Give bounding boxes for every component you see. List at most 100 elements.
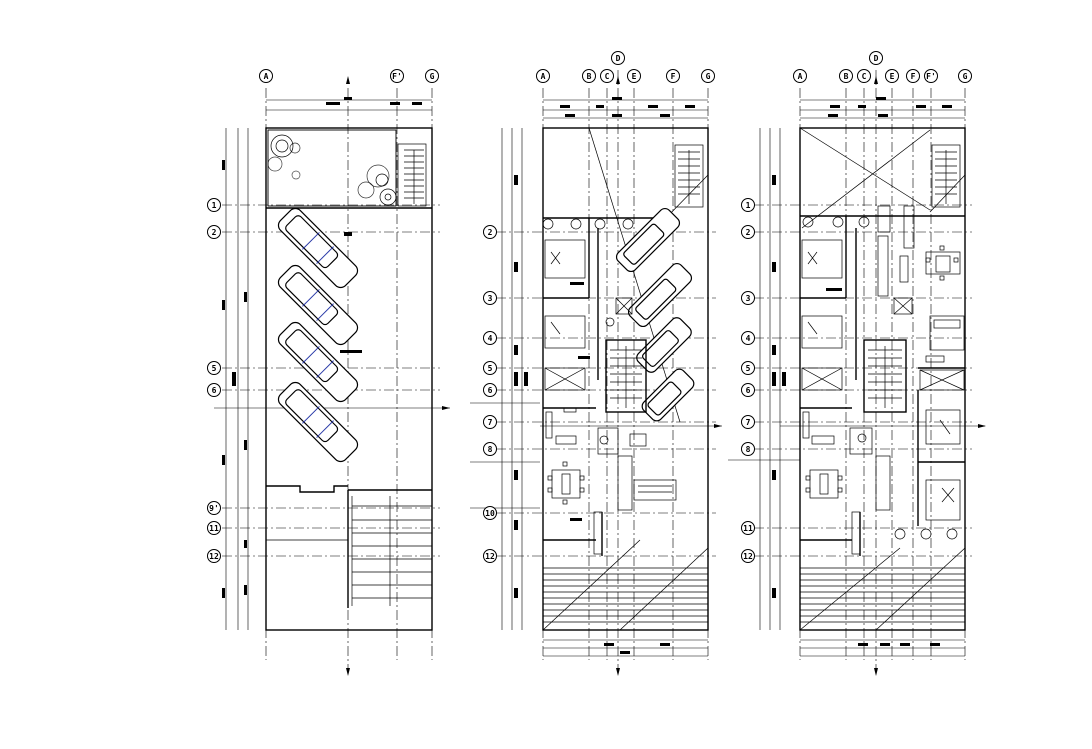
axis-second-y-0-circle	[741, 198, 755, 212]
axis-ground-y-3-label: 6	[212, 386, 217, 395]
axis-second-x-0-circle	[793, 69, 807, 83]
axis-first-y-2-circle	[483, 331, 497, 345]
axis-second-y-4-circle	[741, 361, 755, 375]
axis-ground-y-5-label: 11	[209, 524, 219, 533]
car-1	[277, 207, 359, 289]
axis-first-y-8-label: 12	[485, 552, 495, 561]
axis-ground-x-1-label: F'	[392, 72, 402, 81]
axis-ground-x-0-label: A	[264, 72, 269, 81]
axis-second-y-1-label: 2	[746, 228, 751, 237]
axis-second-y-8-label: 11	[743, 524, 753, 533]
axis-first-x-0-label: A	[541, 72, 546, 81]
axis-first-y-7-circle	[483, 506, 497, 520]
axis-first-y-4-label: 6	[488, 386, 493, 395]
axis-ground-y-6-circle	[207, 549, 221, 563]
axis-first-x-1-label: B	[587, 72, 592, 81]
axis-first-y-4-circle	[483, 383, 497, 397]
axis-ground-x-2-circle	[425, 69, 439, 83]
axis-second-x-top-circle	[869, 51, 883, 65]
axis-second-y-3-circle	[741, 331, 755, 345]
axis-second-y-0-label: 1	[746, 201, 751, 210]
axis-second-y-2-circle	[741, 291, 755, 305]
axis-first-x-1-circle	[582, 69, 596, 83]
axis-second-x-2-label: C	[862, 72, 867, 81]
cars-void-first	[615, 207, 695, 422]
plan-first	[470, 70, 722, 676]
parking-cars	[277, 207, 359, 463]
axis-second-y-5-label: 6	[746, 386, 751, 395]
axis-second-y-3-label: 4	[746, 334, 751, 343]
axis-first-y-1-label: 3	[488, 294, 493, 303]
axis-first-y-1-circle	[483, 291, 497, 305]
axis-second-x-6-circle	[958, 69, 972, 83]
stair-top-ground	[397, 143, 427, 207]
axis-second-x-1-circle	[839, 69, 853, 83]
axis-second-y-2-label: 3	[746, 294, 751, 303]
axis-first-x-4-label: F	[671, 72, 676, 81]
axis-first-x-0-circle	[536, 69, 550, 83]
axis-ground-y-3-circle	[207, 383, 221, 397]
axis-first-y-6-circle	[483, 442, 497, 456]
car-4	[277, 381, 359, 463]
axis-second-x-5-label: F'	[926, 72, 936, 81]
axis-first-y-5-circle	[483, 415, 497, 429]
planter-row-second	[802, 216, 870, 228]
axis-second-x-3-circle	[885, 69, 899, 83]
axis-ground-y-6-label: 12	[209, 552, 219, 561]
axis-first-x-top-circle	[611, 51, 625, 65]
axis-ground-x-1-circle	[390, 69, 404, 83]
stair-top-second	[931, 144, 961, 208]
axis-second-x-4-label: F	[911, 72, 916, 81]
car-2	[277, 264, 359, 346]
axis-second-y-4-label: 5	[746, 364, 751, 373]
axis-second-x-6-label: G	[963, 72, 968, 81]
axis-ground-y-0-circle	[207, 198, 221, 212]
axis-ground-y-4-label: 9'	[209, 504, 219, 513]
axis-first-y-2-label: 4	[488, 334, 493, 343]
axis-ground-y-1-label: 2	[212, 228, 217, 237]
axis-first-y-6-label: 8	[488, 445, 493, 454]
axis-second-x-5-circle	[924, 69, 938, 83]
axis-ground-y-5-circle	[207, 521, 221, 535]
axis-first-x-5-label: G	[706, 72, 711, 81]
axis-first-x-4-circle	[666, 69, 680, 83]
axis-first-y-5-label: 7	[488, 418, 493, 427]
balcony-second	[799, 547, 966, 631]
plan-second	[728, 70, 986, 676]
axis-second-y-9-label: 12	[743, 552, 753, 561]
plan-ground	[214, 76, 450, 676]
axis-second-y-6-label: 7	[746, 418, 751, 427]
axis-second-y-6-circle	[741, 415, 755, 429]
planter-row-first	[542, 218, 634, 230]
axis-second-y-9-circle	[741, 549, 755, 563]
stair-central-first	[610, 346, 642, 408]
axis-first-y-0-label: 2	[488, 228, 493, 237]
axis-ground-x-2-label: G	[430, 72, 435, 81]
balcony-first	[542, 539, 709, 631]
axis-ground-x-0-circle	[259, 69, 273, 83]
axis-ground-y-0-label: 1	[212, 201, 217, 210]
axis-first-y-8-circle	[483, 549, 497, 563]
axis-second-x-top-label: D	[874, 54, 879, 63]
axis-second-x-0-label: A	[798, 72, 803, 81]
axis-second-x-3-label: E	[890, 72, 895, 81]
axis-second-y-5-circle	[741, 383, 755, 397]
planter-row-second-low	[894, 528, 958, 540]
axis-second-x-1-label: B	[844, 72, 849, 81]
garden-shrubs	[267, 134, 397, 206]
axis-second-y-7-circle	[741, 442, 755, 456]
axis-second-y-7-label: 8	[746, 445, 751, 454]
stair-central-second	[868, 346, 902, 408]
axis-second-y-1-circle	[741, 225, 755, 239]
axis-ground-y-1-circle	[207, 225, 221, 239]
axis-ground-y-2-circle	[207, 361, 221, 375]
stair-top-first	[674, 144, 704, 208]
axis-first-y-7-label: 10	[485, 509, 495, 518]
axis-second-x-2-circle	[857, 69, 871, 83]
axis-ground-y-4-circle	[207, 501, 221, 515]
axis-first-x-3-label: E	[632, 72, 637, 81]
axis-first-x-5-circle	[701, 69, 715, 83]
